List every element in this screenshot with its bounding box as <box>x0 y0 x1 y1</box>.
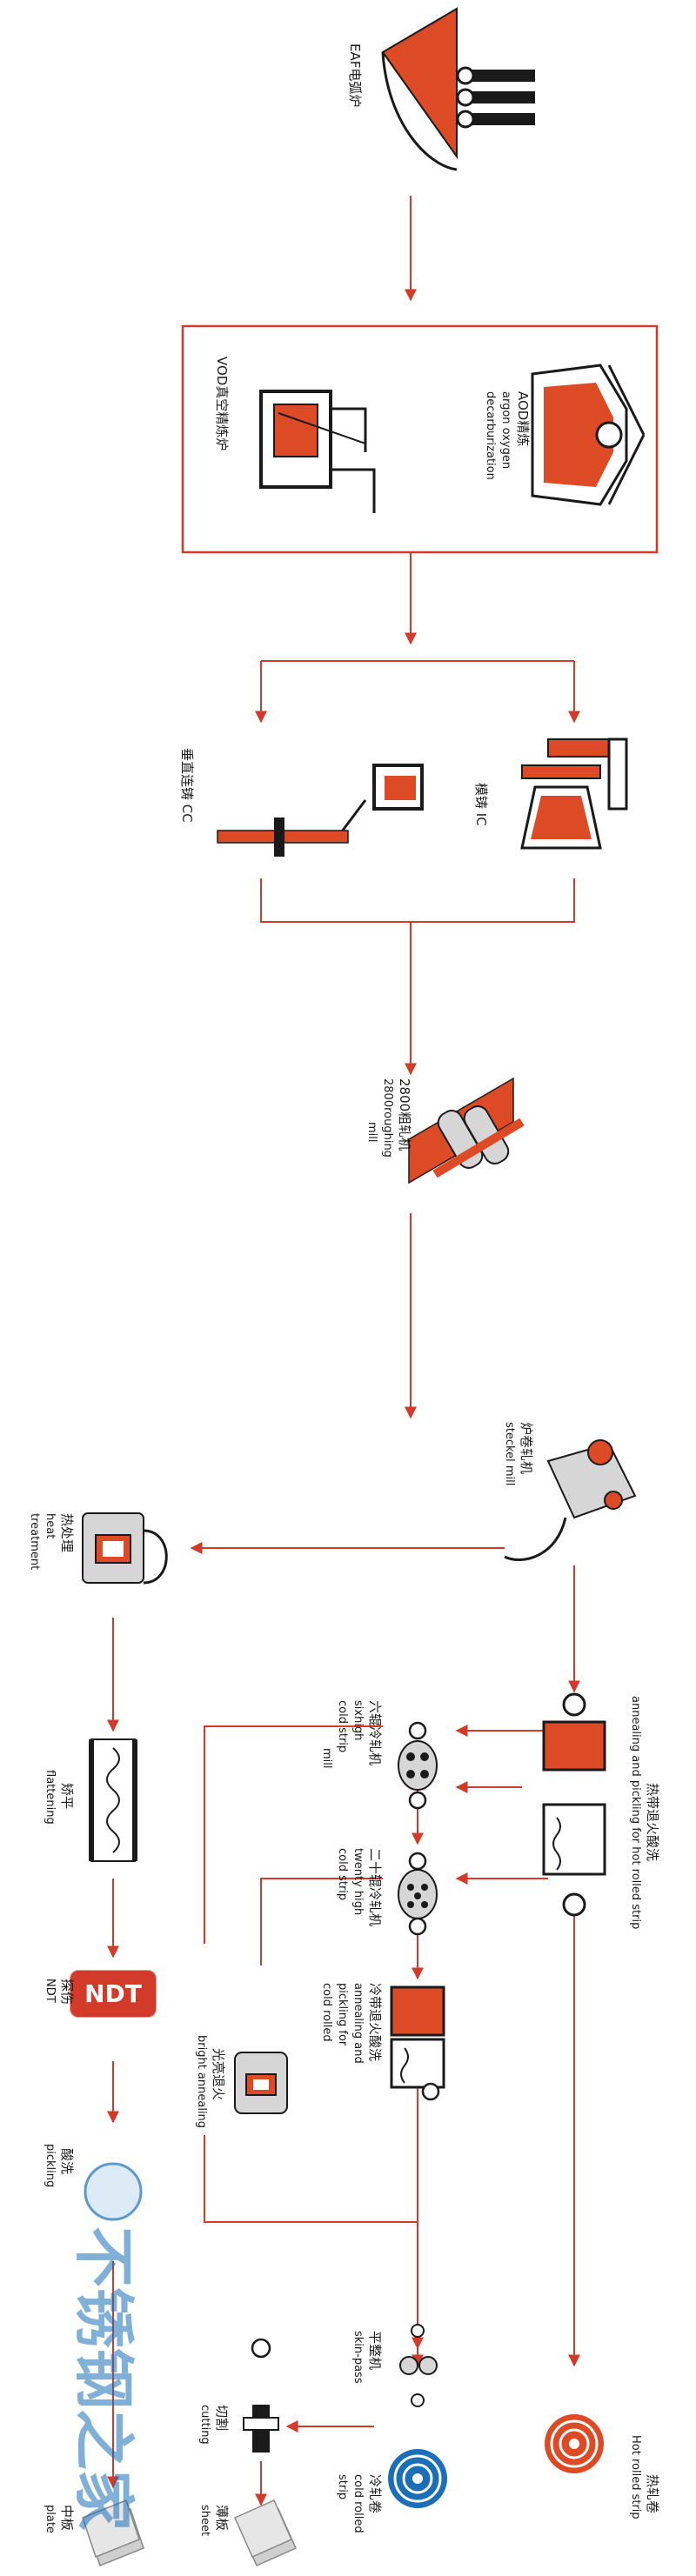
cc-label: 垂直连铸 CC <box>179 748 195 823</box>
watermark-logo: 不锈钢之家 <box>68 2162 143 2531</box>
aod-label-en-1: argon oxygen <box>499 391 512 469</box>
heat-treatment-label-3: treatment <box>28 1513 41 1570</box>
cutting-label-2: cutting <box>198 2405 211 2445</box>
cold-anneal-line-icon <box>390 1985 445 2101</box>
plate-stack-icon <box>82 2499 144 2566</box>
flattening-machine-icon <box>89 1738 137 1862</box>
watermark-text: 不锈钢之家 <box>68 2226 139 2531</box>
ic-label: 模铸 IC <box>473 783 489 826</box>
skin-pass-label-2: skin-pass <box>351 2331 365 2384</box>
loop-six-high-bypass <box>204 1725 383 1944</box>
eaf-furnace-icon <box>381 7 535 171</box>
ndt-label-2: NDT <box>44 1979 57 2003</box>
steckel-mill-icon <box>504 1439 637 1561</box>
six-high-mill-icon <box>398 1721 438 1810</box>
heat-treatment-label-2: heat <box>44 1513 57 1538</box>
twenty-high-mill-icon <box>398 1852 438 1936</box>
hot-coil-label-2: Hot rolled strip <box>629 2435 642 2519</box>
cold-anneal-label-4: cold rolled <box>320 1983 333 2042</box>
continuous-caster-icon <box>217 764 424 857</box>
plate-label-2: plate <box>44 2505 57 2533</box>
roughing-label-3: mill <box>365 1122 378 1143</box>
cold-coil-label-2: cold rolled <box>351 2474 365 2533</box>
heat-treatment-label-1: 热处理 <box>59 1513 75 1552</box>
bright-anneal-merge <box>204 2135 418 2223</box>
bright-anneal-label-2: bright annealing <box>195 2035 208 2128</box>
cold-anneal-label-1: 冷带退火酸洗 <box>367 1983 383 2061</box>
sheet-stack-icon <box>234 2499 297 2566</box>
heat-treatment-furnace-icon <box>82 1512 168 1585</box>
ndt-badge-text: NDT <box>84 1979 142 2008</box>
cold-coil-label-1: 冷轧卷 <box>367 2474 383 2513</box>
aod-label-en-2: decarburization <box>484 391 497 480</box>
vod-label: VOD真空精炼炉 <box>214 357 230 450</box>
cold-coil-icon <box>388 2449 447 2508</box>
hot-anneal-label-2: annealing and pickling for hot rolled st… <box>629 1696 642 1929</box>
eaf-label: EAF电弧炉 <box>347 43 363 107</box>
twenty-high-label-1: 二十辊冷轧机 <box>367 1848 383 1926</box>
pickling-label-2: pickling <box>44 2144 57 2187</box>
six-high-label-2: sixhigh <box>351 1700 365 1740</box>
flattening-label-2: flattening <box>44 1770 57 1825</box>
sheet-label-1: 薄板 <box>214 2505 230 2531</box>
ndt-label-1: 探伤 <box>59 1979 75 2005</box>
steckel-label-2: steckel mill <box>503 1422 516 1485</box>
cold-coil-label-3: strip <box>336 2474 349 2499</box>
cold-anneal-label-3: pickling for <box>336 1983 349 2046</box>
ndt-badge-icon: NDT <box>69 1969 157 2019</box>
twenty-high-label-3: cold strip <box>336 1848 349 1900</box>
flow-connectors <box>107 196 659 2506</box>
roughing-label-2: 2800roughing <box>381 1078 394 1158</box>
hot-anneal-label-1: 热带退火酸洗 <box>645 1783 660 1861</box>
plate-label-1: 中板 <box>59 2505 75 2531</box>
bright-anneal-label-1: 光亮退火 <box>211 2048 226 2100</box>
flattening-label-1: 矫平 <box>59 1783 75 1809</box>
skin-pass-label-1: 平整机 <box>367 2331 383 2370</box>
hot-anneal-line-icon <box>542 1692 606 1917</box>
steckel-label-1: 炉卷轧机 <box>519 1422 534 1474</box>
ingot-casting-icon <box>520 737 628 850</box>
cold-anneal-label-2: annealing and <box>351 1983 365 2064</box>
loop-twenty-high-bypass <box>260 1878 383 1965</box>
six-high-label-4: mill <box>320 1748 333 1769</box>
roughing-label-1: 2800粗轧机 <box>397 1078 412 1151</box>
roughing-mill-icon <box>408 1077 525 1185</box>
hot-coil-icon <box>545 2414 604 2473</box>
vod-vessel-icon <box>259 390 376 513</box>
twenty-high-label-2: twenty high <box>351 1848 365 1915</box>
skin-pass-mill-icon <box>399 2324 438 2407</box>
casting-merge <box>260 878 575 923</box>
aod-converter-icon <box>531 364 646 506</box>
six-high-label-1: 六辊冷轧机 <box>367 1700 383 1765</box>
refining-group-frame <box>181 324 659 554</box>
sheet-label-2: sheet <box>198 2505 211 2536</box>
bright-anneal-furnace-icon <box>234 2052 288 2114</box>
six-high-label-3: cold strip <box>336 1700 349 1752</box>
aod-label-cn: AOD精炼 <box>515 391 531 446</box>
hot-coil-label-1: 热轧卷 <box>645 2474 660 2513</box>
pickling-label-1: 酸洗 <box>59 2148 75 2174</box>
cutting-machine-icon <box>243 2338 279 2453</box>
cutting-label-1: 切割 <box>214 2405 230 2431</box>
